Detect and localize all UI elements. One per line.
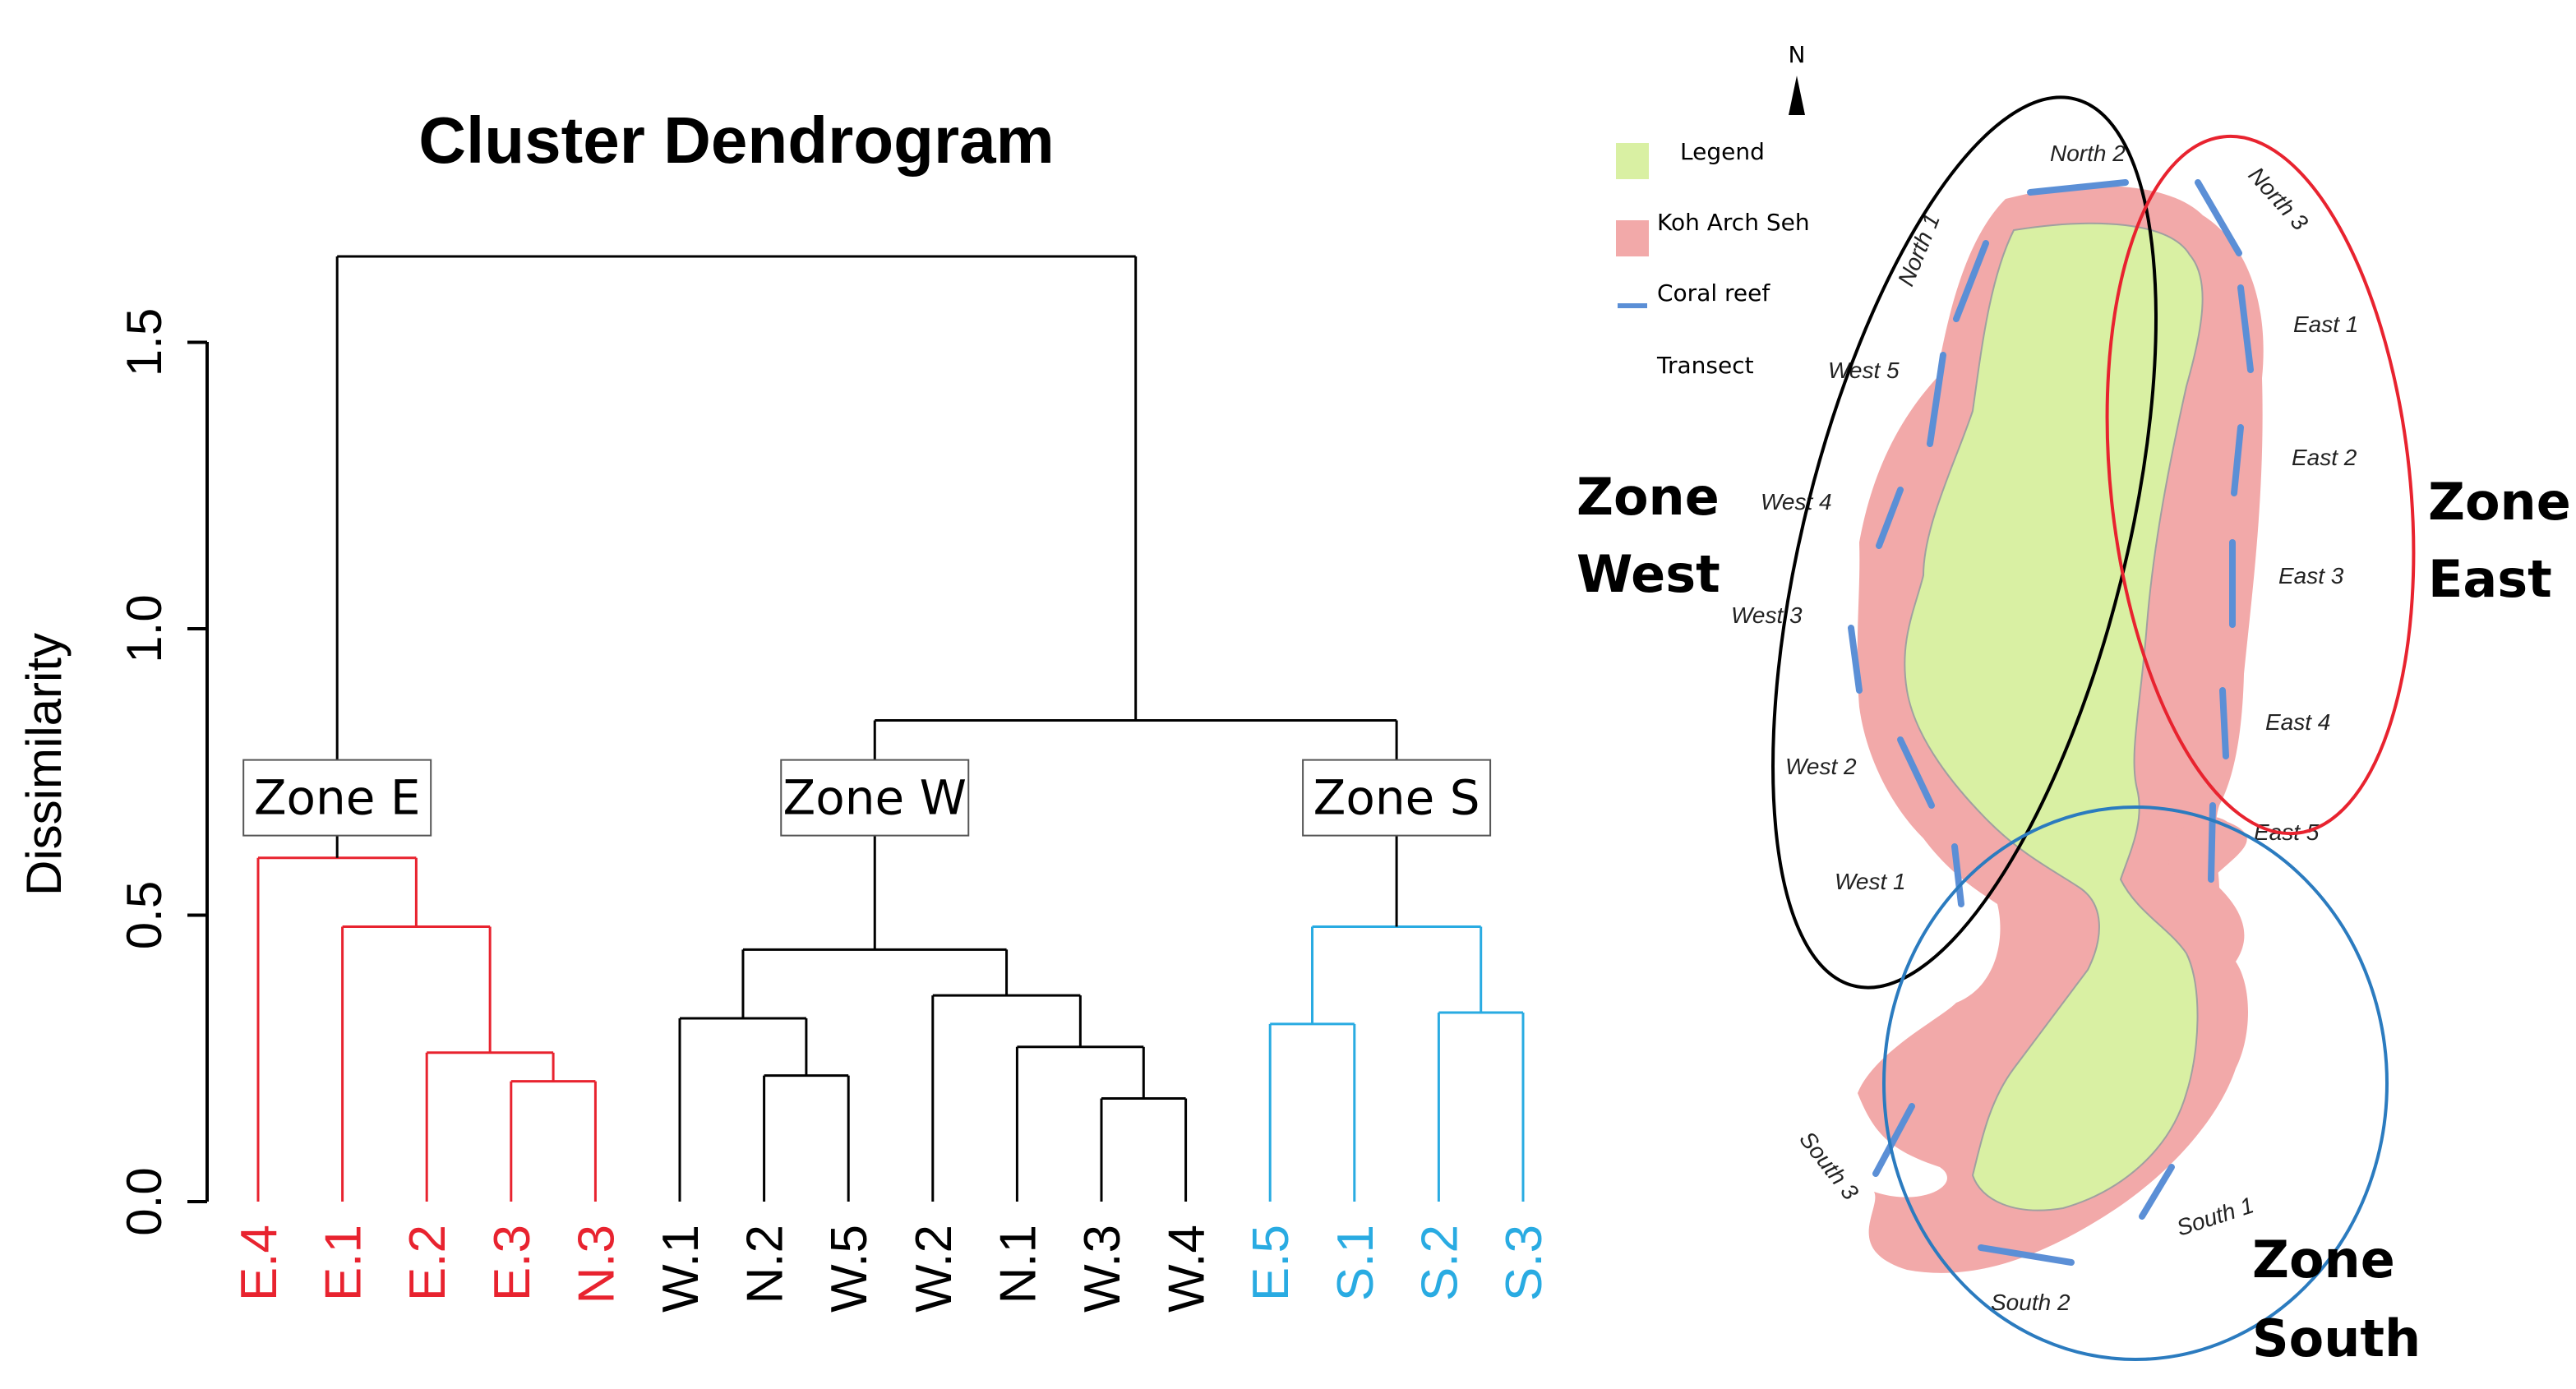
transect-label: West 3 (1731, 602, 1803, 628)
transect-label: West 5 (1828, 358, 1900, 383)
island-land (1904, 222, 2204, 1211)
zone-box-label: Zone E (254, 770, 421, 826)
legend-item-koh-arch-seh: Koh Arch Seh (1657, 209, 1810, 236)
leaf-label: W.4 (1159, 1225, 1216, 1313)
transect-line (2208, 802, 2216, 883)
zone-boxes: Zone E Zone W Zone S (242, 759, 1492, 837)
leaf-label: W.2 (906, 1225, 963, 1313)
leaf-label: W.1 (653, 1225, 709, 1313)
zone-east-label-line2: East (2428, 549, 2552, 609)
map-legend: Legend Koh Arch Seh Coral reef Transect (1616, 138, 1810, 379)
transect-line (1848, 625, 1863, 694)
y-tick-label: 0.0 (117, 1167, 172, 1235)
y-tick-label: 0.5 (117, 881, 172, 949)
transect-line (2195, 179, 2242, 256)
transect-line (2237, 284, 2254, 373)
zone-box-label: Zone S (1313, 770, 1480, 826)
transect-line (2027, 179, 2129, 196)
leaf-label: N.3 (568, 1225, 625, 1304)
leaf-label: W.3 (1074, 1225, 1131, 1313)
transect-label: West 1 (1835, 869, 1906, 894)
zone-box (242, 759, 432, 837)
transect-line (1872, 1103, 1915, 1177)
zone-south-ellipse (1882, 805, 2389, 1361)
transect-label: West 2 (1785, 754, 1857, 779)
y-tick-label: 1.5 (117, 308, 172, 376)
zone-box (780, 759, 970, 837)
dendrogram-chart: Cluster Dendrogram Dissimilarity 0.0 0.5 1… (16, 104, 1553, 1313)
zone-west-ellipse (1771, 95, 2158, 990)
zone-east-label-line1: Zone (2428, 472, 2571, 532)
transect-label: West 4 (1761, 489, 1832, 515)
transect-line (1927, 352, 1946, 447)
transect-label: East 1 (2293, 311, 2358, 337)
chart-title: Cluster Dendrogram (418, 104, 1054, 177)
leaf-label: E.3 (484, 1225, 541, 1301)
legend-item-transect: Transect (1656, 352, 1754, 379)
leaf-label: S.2 (1411, 1225, 1468, 1301)
island-map: N Legend Koh Arch Seh Coral reef Transec… (1577, 41, 2571, 1368)
leaf-label: E.2 (399, 1225, 456, 1301)
zone-west-label-line2: West (1577, 544, 1720, 604)
legend-item-coral-reef: Coral reef (1657, 279, 1770, 307)
legend-swatch-island (1616, 143, 1649, 179)
zone-east-ellipse (2105, 134, 2416, 836)
legend-title: Legend (1680, 138, 1765, 165)
leaf-label: S.3 (1496, 1225, 1553, 1301)
legend-swatch-koh-arch-seh (1616, 220, 1649, 256)
leaf-label: E.1 (316, 1225, 372, 1301)
y-axis-title: Dissimilarity (16, 633, 72, 896)
transect-line (2219, 687, 2229, 759)
leaf-label: E.5 (1243, 1225, 1300, 1301)
leaf-label: N.1 (990, 1225, 1046, 1304)
transect-label: North 2 (2050, 141, 2126, 166)
transect-label: East 3 (2278, 563, 2344, 588)
transect-line (1953, 240, 1989, 322)
dendrogram-links (256, 255, 1525, 1202)
leaf-label: S.1 (1327, 1225, 1384, 1301)
transect-label: South 2 (1991, 1290, 2070, 1315)
y-axis-ticks: 0.0 0.5 1.0 1.5 (117, 308, 207, 1236)
leaf-label: E.4 (231, 1225, 288, 1301)
transect-line (2139, 1164, 2175, 1220)
transect-label: East 4 (2265, 709, 2330, 735)
north-arrow-icon (1789, 76, 1805, 115)
zone-west-label-line1: Zone (1577, 467, 1720, 527)
leaf-label: W.5 (821, 1225, 878, 1313)
zone-box-label: Zone W (783, 770, 967, 826)
transect-line (2231, 424, 2244, 496)
transect-line (1978, 1244, 2075, 1266)
transect-lines (1848, 179, 2254, 1266)
zone-box (1302, 759, 1492, 837)
leaf-labels: E.4 E.1 E.2 E.3 N.3 W.1 N.2 W.5 W.2 N.1 W.3 W.4 E.5 S… (231, 1225, 1553, 1313)
transect-label: East 2 (2292, 445, 2357, 470)
north-label: N (1789, 41, 1806, 68)
transect-line (1876, 487, 1904, 549)
transect-line (1897, 736, 1935, 809)
zone-south-label-line1: Zone (2252, 1230, 2395, 1290)
leaf-label: N.2 (737, 1225, 794, 1304)
zone-south-label-line2: South (2252, 1308, 2421, 1368)
y-tick-label: 1.0 (117, 594, 172, 662)
transect-line (1951, 843, 1964, 907)
